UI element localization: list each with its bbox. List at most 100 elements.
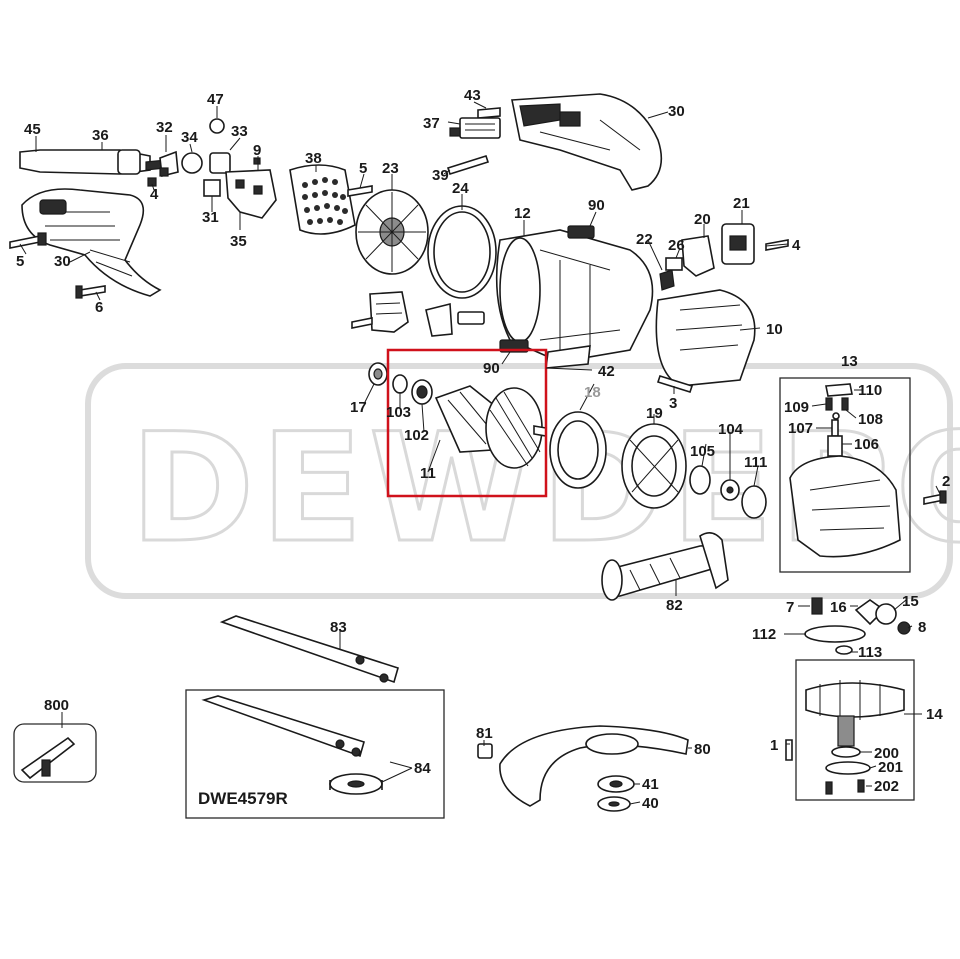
callout-35: 35 (230, 233, 247, 250)
armature-group (368, 348, 548, 498)
callout-33: 33 (231, 123, 248, 140)
callout-15: 15 (902, 593, 919, 610)
callout-1: 1 (770, 737, 778, 754)
brush-90-top (567, 225, 595, 239)
callout-201: 201 (878, 759, 903, 776)
callout-5-mid: 5 (359, 160, 367, 177)
bearing-102 (411, 379, 433, 405)
callout-38: 38 (305, 150, 322, 167)
callout-39: 39 (432, 167, 449, 184)
callout-labels: 45 36 32 47 34 33 9 38 5 23 43 37 30 39 … (16, 87, 950, 812)
callout-19: 19 (646, 405, 663, 422)
pin-3 (656, 375, 694, 393)
callout-81: 81 (476, 725, 493, 742)
callout-4-left: 4 (150, 186, 159, 203)
callout-22: 22 (636, 231, 653, 248)
callout-90-top: 90 (588, 197, 605, 214)
callout-80: 80 (694, 741, 711, 758)
flanges-41-40 (597, 775, 635, 812)
callout-110: 110 (858, 382, 882, 399)
callout-24: 24 (452, 180, 469, 197)
gear-housing-30-top (511, 93, 663, 191)
guard-80 (499, 725, 689, 807)
highlight-box (386, 348, 548, 498)
switch-parts (147, 118, 277, 219)
callout-30-left: 30 (54, 253, 71, 270)
armature-11 (434, 385, 547, 469)
spindle-parts (804, 597, 911, 643)
guard-clamp-assembly-14 (785, 645, 915, 801)
callout-112: 112 (752, 626, 776, 643)
callout-43: 43 (464, 87, 481, 104)
callout-34: 34 (181, 129, 198, 146)
kit-caption: DWE4579R (198, 789, 288, 808)
callout-113: 113 (858, 644, 882, 661)
callout-103: 103 (386, 404, 411, 421)
bracket-parts-left (351, 291, 485, 337)
callout-45: 45 (24, 121, 41, 138)
part-20-21-22-26 (659, 223, 789, 291)
wrench-83 (219, 615, 399, 684)
bearing-17 (368, 362, 388, 386)
field-10 (655, 289, 756, 387)
callout-13: 13 (841, 353, 858, 370)
rear-handle-housing (21, 188, 162, 297)
callout-41: 41 (642, 776, 659, 793)
callout-10: 10 (766, 321, 783, 338)
callout-83: 83 (330, 619, 347, 636)
callout-107: 107 (788, 420, 813, 437)
callout-105: 105 (690, 443, 715, 460)
callout-8: 8 (918, 619, 926, 636)
ring-24 (427, 205, 497, 299)
part-43-37-39 (446, 107, 501, 175)
callout-106: 106 (854, 436, 879, 453)
gear-case-assembly-13 (779, 377, 911, 573)
callout-202: 202 (874, 778, 899, 795)
side-handle-82 (601, 532, 729, 601)
callout-200: 200 (874, 745, 899, 762)
callout-108: 108 (858, 411, 883, 428)
callout-800: 800 (44, 697, 69, 714)
callout-90-bottom: 90 (483, 360, 500, 377)
callout-23: 23 (382, 160, 399, 177)
cord-assembly (19, 149, 167, 175)
callout-109: 109 (784, 399, 809, 416)
accessory-kit-800 (13, 723, 97, 783)
filter-screen-38 (289, 164, 356, 235)
callout-26: 26 (668, 237, 685, 254)
washer-103 (392, 374, 408, 394)
retaining-105-104-111 (689, 465, 767, 519)
callout-30-top: 30 (668, 103, 685, 120)
callout-20: 20 (694, 211, 711, 228)
motor-housing-12 (495, 229, 654, 363)
callout-31: 31 (202, 209, 219, 226)
screw-5-mid (347, 185, 373, 197)
callout-4-right: 4 (792, 237, 801, 254)
callout-3: 3 (669, 395, 677, 412)
fan-baffle-23 (355, 189, 429, 275)
screw-2 (923, 490, 947, 505)
callout-82: 82 (666, 597, 683, 614)
callout-6: 6 (95, 299, 103, 316)
callout-14: 14 (926, 706, 943, 723)
callout-47: 47 (207, 91, 224, 108)
bearing-19 (621, 423, 687, 509)
pin-81 (477, 743, 493, 759)
callout-21: 21 (733, 195, 750, 212)
baffle-18 (549, 411, 607, 489)
callout-37: 37 (423, 115, 440, 132)
callout-7: 7 (786, 599, 794, 616)
leader-lines (19, 101, 941, 805)
callout-102: 102 (404, 427, 429, 444)
callout-17: 17 (350, 399, 367, 416)
callout-5-left: 5 (16, 253, 24, 270)
screw-5-left (9, 232, 47, 249)
callout-18: 18 (584, 384, 601, 401)
callout-16: 16 (830, 599, 847, 616)
callout-104: 104 (718, 421, 744, 438)
callout-12: 12 (514, 205, 531, 222)
callout-9: 9 (253, 142, 261, 159)
callout-84: 84 (414, 760, 431, 777)
callout-11: 11 (420, 465, 436, 482)
